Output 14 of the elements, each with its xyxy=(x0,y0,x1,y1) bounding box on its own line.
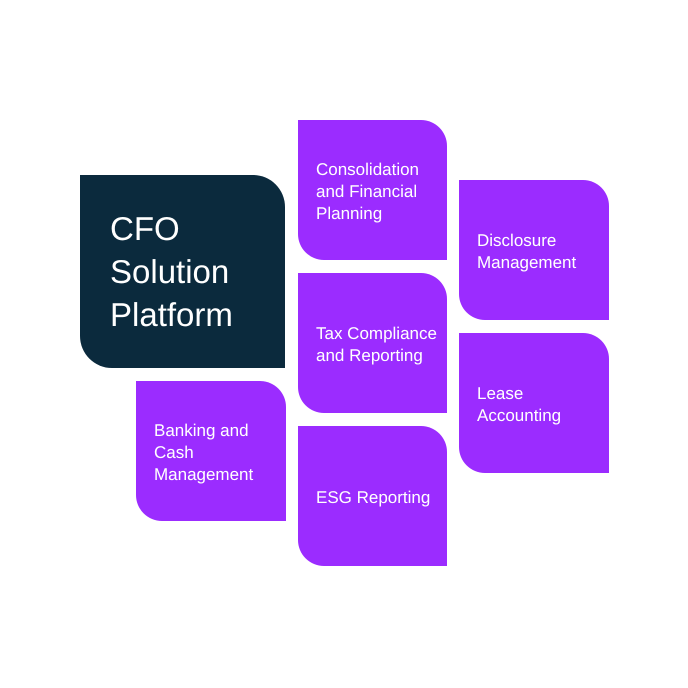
module-box xyxy=(136,381,286,521)
module-label: Consolidation and Financial Planning xyxy=(316,159,420,225)
platform-title: CFO Solution Platform xyxy=(110,209,234,335)
module-label: Lease Accounting xyxy=(477,383,562,427)
module-label: ESG Reporting xyxy=(316,487,432,509)
module-label: Banking and Cash Management xyxy=(154,420,254,486)
platform-box xyxy=(80,175,285,368)
module-box xyxy=(459,180,609,320)
module-box xyxy=(298,120,447,260)
module-box xyxy=(298,426,447,566)
module-box xyxy=(459,333,609,473)
module-label: Disclosure Management xyxy=(477,230,578,274)
module-label: Tax Compliance and Reporting xyxy=(316,323,438,367)
module-box xyxy=(298,273,447,413)
